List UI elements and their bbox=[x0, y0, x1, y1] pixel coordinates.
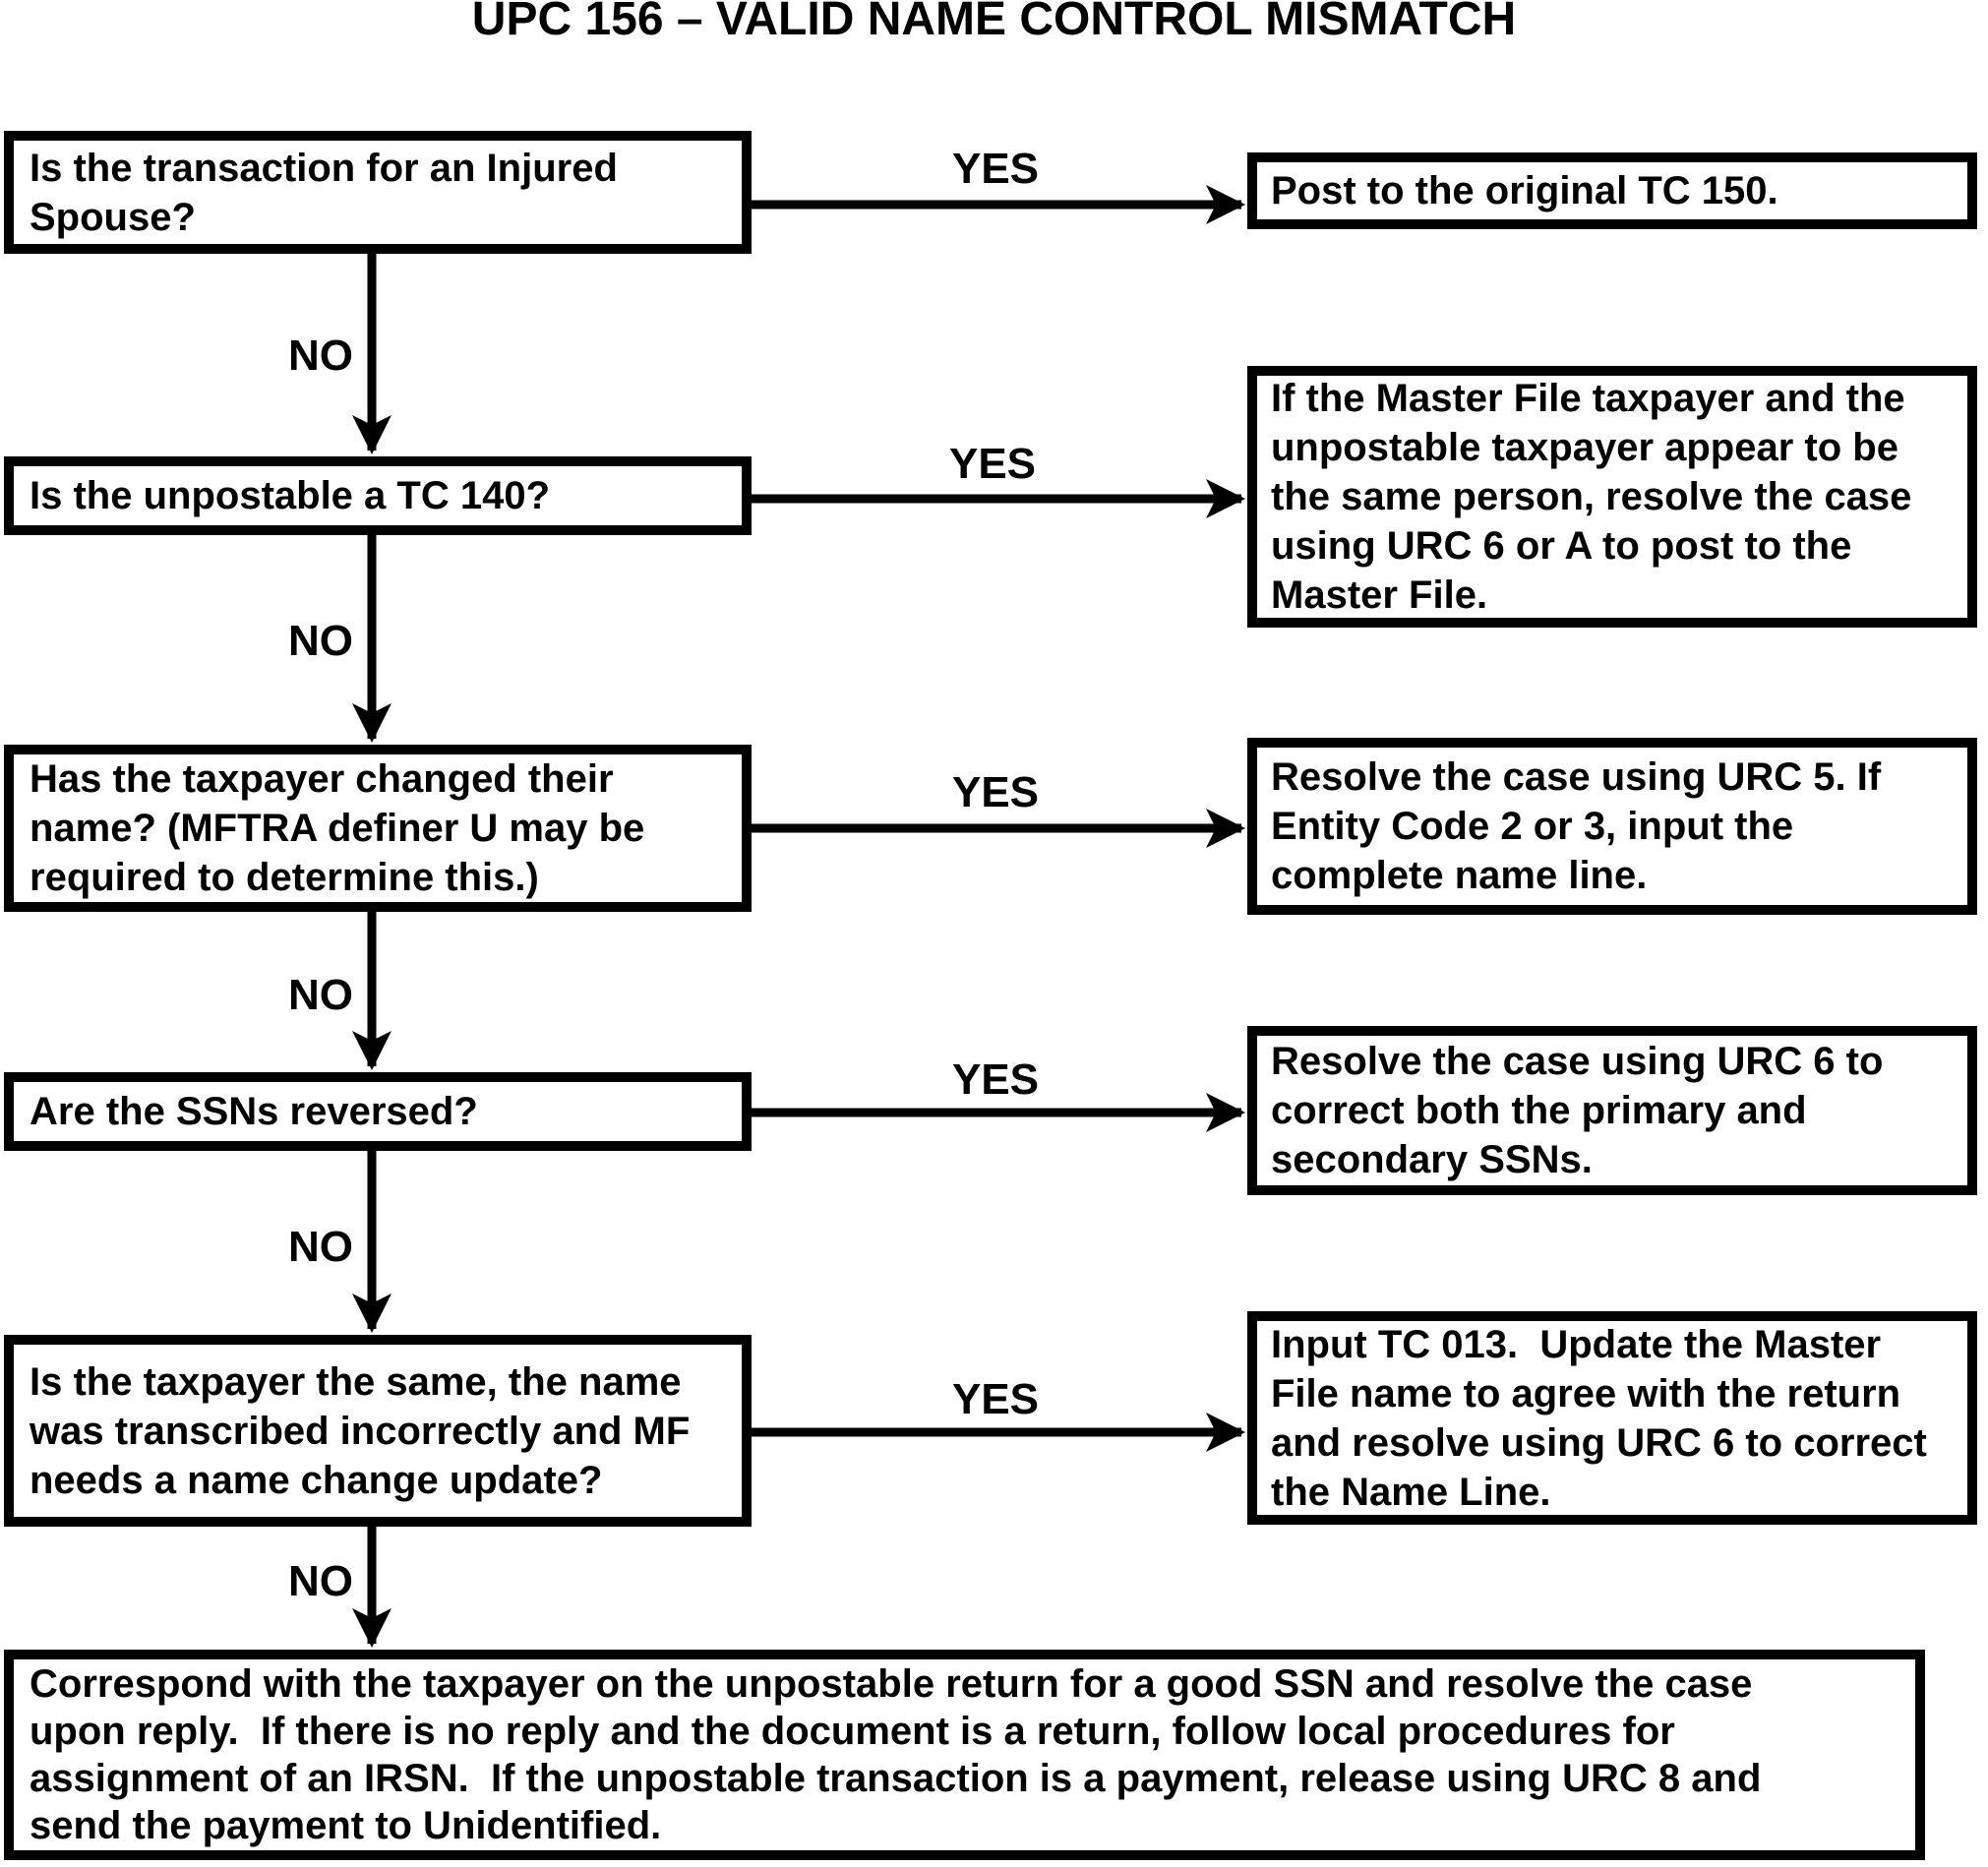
action-box-post-tc150: Post to the original TC 150. bbox=[1247, 152, 1977, 229]
action-text: Post to the original TC 150. bbox=[1271, 169, 1778, 212]
action-text: Resolve the case using URC 6 to correct … bbox=[1271, 1040, 1884, 1181]
decision-box-name-change: Has the taxpayer changed their name? (MF… bbox=[4, 745, 752, 912]
no-label-5: NO bbox=[288, 1557, 353, 1605]
decision-box-tc140: Is the unpostable a TC 140? bbox=[4, 456, 752, 535]
final-result-box: Correspond with the taxpayer on the unpo… bbox=[4, 1650, 1925, 1860]
yes-label-4: YES bbox=[951, 1055, 1040, 1104]
decision-text: Is the taxpayer the same, the name was t… bbox=[30, 1359, 691, 1502]
action-box-tc013: Input TC 013. Update the Master File nam… bbox=[1247, 1311, 1977, 1525]
final-result-text: Correspond with the taxpayer on the unpo… bbox=[30, 1662, 1762, 1847]
yes-label-1: YES bbox=[951, 145, 1040, 193]
decision-box-injured-spouse: Is the transaction for an Injured Spouse… bbox=[4, 131, 752, 254]
decision-text: Is the unpostable a TC 140? bbox=[30, 474, 551, 517]
decision-text: Is the transaction for an Injured Spouse… bbox=[30, 146, 618, 239]
decision-text: Are the SSNs reversed? bbox=[30, 1090, 478, 1133]
yes-label-3: YES bbox=[951, 768, 1040, 816]
no-label-1: NO bbox=[288, 331, 353, 380]
page-title: UPC 156 – VALID NAME CONTROL MISMATCH bbox=[471, 0, 1517, 45]
no-label-4: NO bbox=[288, 1223, 353, 1271]
action-text: Input TC 013. Update the Master File nam… bbox=[1271, 1322, 1927, 1514]
yes-label-5: YES bbox=[951, 1375, 1040, 1423]
action-box-urc6-or-a: If the Master File taxpayer and the unpo… bbox=[1247, 366, 1977, 628]
no-label-3: NO bbox=[288, 971, 353, 1019]
yes-label-2: YES bbox=[948, 440, 1037, 488]
action-text: Resolve the case using URC 5. If Entity … bbox=[1271, 755, 1882, 897]
decision-box-transcription-error: Is the taxpayer the same, the name was t… bbox=[4, 1335, 752, 1527]
action-box-urc6-ssns: Resolve the case using URC 6 to correct … bbox=[1247, 1026, 1977, 1195]
no-label-2: NO bbox=[288, 617, 353, 665]
decision-box-ssns-reversed: Are the SSNs reversed? bbox=[4, 1072, 752, 1151]
decision-text: Has the taxpayer changed their name? (MF… bbox=[30, 757, 645, 899]
action-box-urc5: Resolve the case using URC 5. If Entity … bbox=[1247, 738, 1977, 915]
action-text: If the Master File taxpayer and the unpo… bbox=[1271, 377, 1912, 617]
